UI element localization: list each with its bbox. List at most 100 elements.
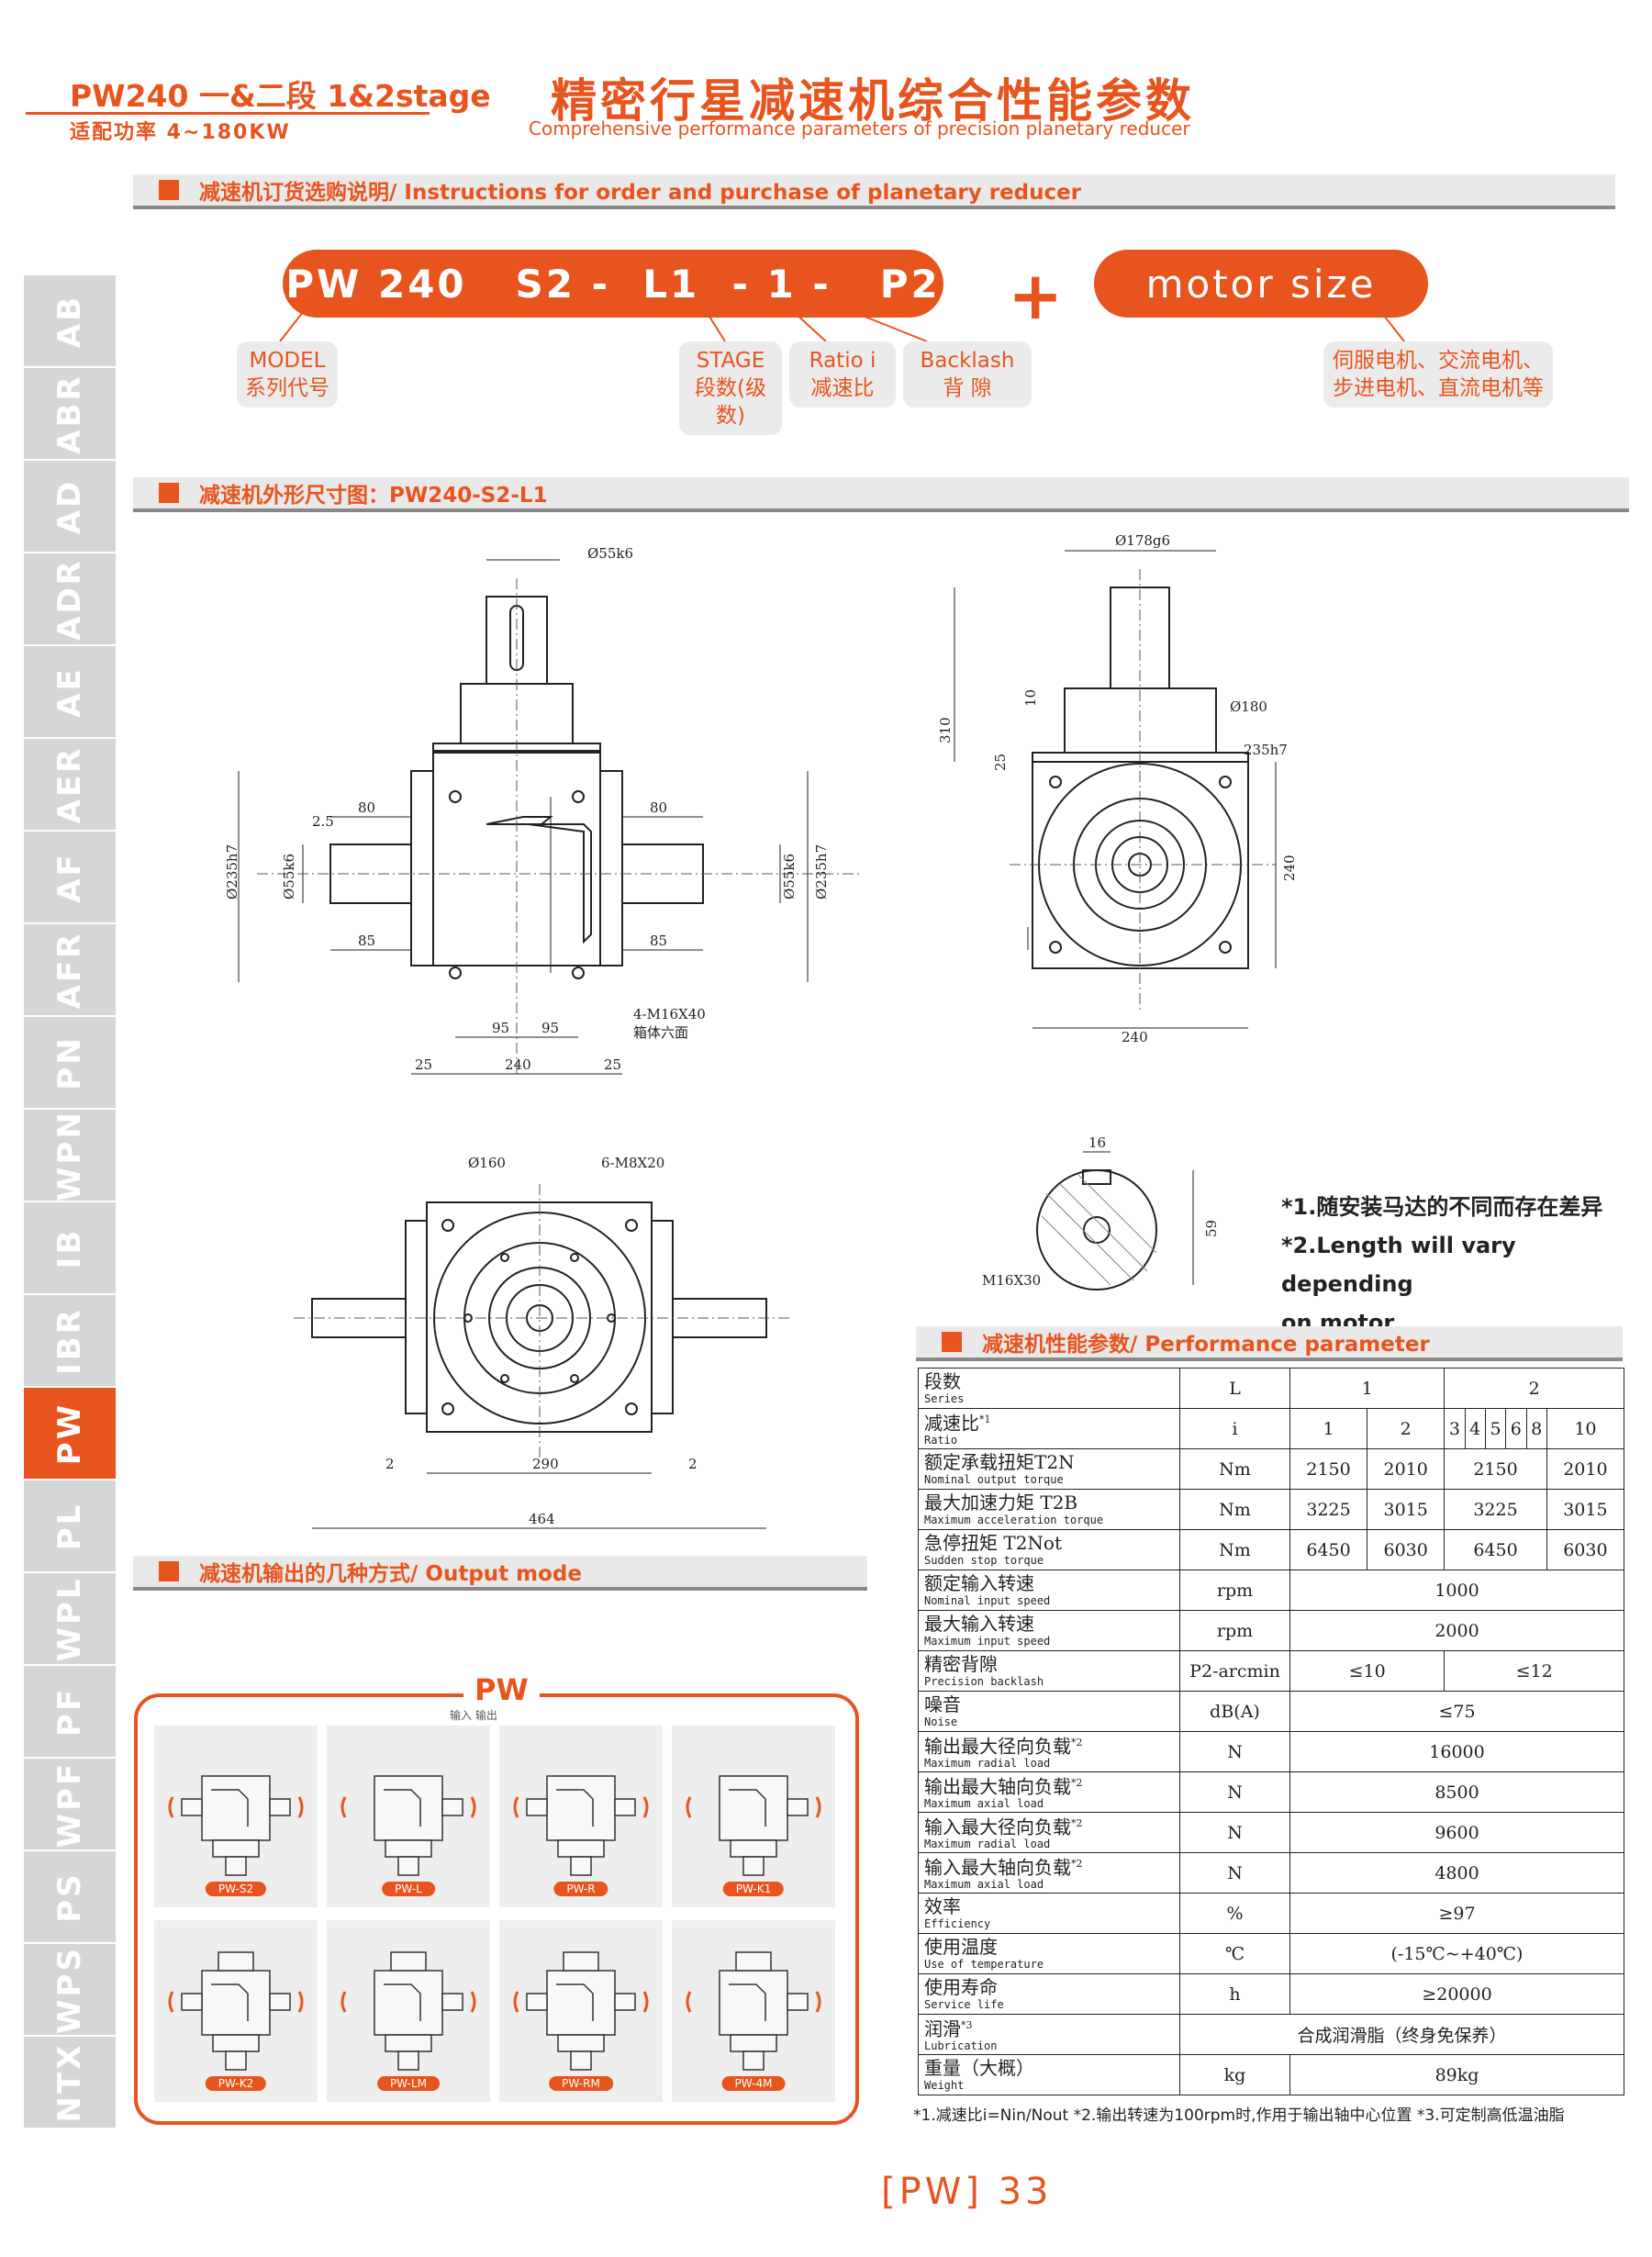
sidebar-item-ib[interactable]: IB (24, 1202, 116, 1295)
param-name-cn-text: 重量（大概） (924, 2056, 1034, 2079)
param-unit: dB(A) (1179, 1691, 1290, 1732)
side-view-drawing: Ø178g6 Ø180 235h7 240 310 25 10 240 (937, 532, 1298, 1045)
dim-d180: Ø180 (1230, 698, 1267, 715)
note-line-1: *1.随安装马达的不同而存在差异 (1281, 1194, 1603, 1220)
sidebar-item-label: WPS (51, 1945, 88, 2034)
sidebar-item-pn[interactable]: PN (24, 1017, 116, 1110)
sidebar-item-pf[interactable]: PF (24, 1666, 116, 1759)
sidebar-item-label: AFR (51, 931, 88, 1009)
sidebar-item-wpl[interactable]: WPL (24, 1573, 116, 1666)
order-section-title: 减速机订货选购说明/ Instructions for order and pu… (199, 181, 1082, 205)
param-unit: N (1179, 1771, 1290, 1813)
sidebar-item-ad[interactable]: AD (24, 461, 116, 553)
output-mode-card[interactable]: PW-LM (327, 1920, 490, 2102)
param-name-en: Noise (924, 1715, 958, 1728)
series-title: PW240 一&二段 1&2stage (70, 78, 491, 114)
sidebar-item-abr[interactable]: ABR (24, 368, 116, 461)
param-footnote-mark: *1 (979, 1413, 991, 1425)
tag-stage: STAGE 段数(级数) (679, 341, 782, 435)
sidebar-item-afr[interactable]: AFR (24, 924, 116, 1017)
param-value: 1 (1289, 1408, 1368, 1449)
param-name-cn: 输出最大轴向负载*2 (924, 1773, 1179, 1796)
sidebar-item-adr[interactable]: ADR (24, 553, 116, 646)
dim-v2-left: 2 (385, 1456, 395, 1472)
gearbox-icon (686, 1951, 821, 2071)
dim-v25-left: 2.5 (312, 813, 334, 830)
param-value: 3015 (1367, 1489, 1446, 1530)
section-marker-icon (159, 1561, 179, 1581)
sidebar-item-label: PL (51, 1502, 88, 1550)
sidebar-item-label: ADR (51, 557, 88, 641)
output-mode-card[interactable]: PW-K1 (672, 1726, 835, 1907)
sidebar-item-label: WPF (51, 1760, 88, 1848)
gearbox-icon (513, 1775, 649, 1876)
param-value: 89kg (1289, 2054, 1624, 2095)
param-value: 6 (1505, 1408, 1527, 1449)
param-footnote-mark: *2 (1071, 1857, 1083, 1870)
dim-side-240-v: 240 (1281, 855, 1298, 881)
param-name-en: Precision backlash (924, 1674, 1044, 1688)
param-name-cn-text: 精密背隙 (924, 1652, 998, 1675)
tag-stage-cn: 段数(级数) (695, 376, 766, 428)
param-unit: N (1179, 1812, 1290, 1853)
param-unit: % (1179, 1893, 1290, 1934)
param-name-cn-text: 输入最大径向负载 (924, 1816, 1071, 1838)
sidebar-item-ntx[interactable]: NTX (24, 2037, 116, 2129)
sidebar-item-aer[interactable]: AER (24, 739, 116, 832)
param-value: 9600 (1289, 1812, 1624, 1853)
sidebar-item-label: PF (51, 1686, 88, 1737)
sidebar-item-wpf[interactable]: WPF (24, 1759, 116, 1851)
sidebar-item-wpn[interactable]: WPN (24, 1110, 116, 1202)
output-mode-card[interactable]: PW-R (499, 1726, 663, 1907)
output-mode-card[interactable]: PW-RM (499, 1920, 663, 2102)
param-name-cn: 额定承载扭矩T2N (924, 1452, 1179, 1472)
param-name-cn: 输入最大径向负载*2 (924, 1814, 1179, 1838)
power-range: 适配功率 4~180KW (70, 121, 291, 144)
output-mode-card[interactable]: PW-S2 (154, 1726, 318, 1907)
sidebar-item-af[interactable]: AF (24, 832, 116, 924)
sidebar-item-ps[interactable]: PS (24, 1851, 116, 1944)
output-mode-label: PW-K2 (205, 2076, 267, 2091)
dimension-section-bar: 减速机外形尺寸图：PW240-S2-L1 (133, 477, 1629, 512)
sidebar-item-pl[interactable]: PL (24, 1480, 116, 1573)
dim-bolt: 4-M16X40 (633, 1006, 706, 1022)
dim-v95-right: 95 (541, 1020, 559, 1036)
param-name-cn: 重量（大概） (924, 2058, 1179, 2078)
sidebar-item-ibr[interactable]: IBR (24, 1295, 116, 1388)
gearbox-icon (168, 1775, 304, 1876)
param-name-en: Use of temperature (924, 1957, 1044, 1971)
param-value: 3015 (1546, 1489, 1625, 1530)
front-view-drawing: Ø55k6 2.5 80 85 80 85 95 95 240 25 25 4-… (224, 545, 863, 1075)
sidebar-item-wps[interactable]: WPS (24, 1944, 116, 2037)
param-name-en: Service life (924, 1997, 1004, 2011)
param-value: 5 (1484, 1408, 1507, 1449)
order-section-bar: 减速机订货选购说明/ Instructions for order and pu… (133, 174, 1615, 209)
output-mode-card[interactable]: PW-K2 (154, 1920, 318, 2102)
output-mode-card[interactable]: PW-4M (672, 1920, 835, 2102)
param-unit: kg (1179, 2054, 1290, 2095)
dim-v25-bottom-left: 25 (415, 1056, 432, 1073)
param-name-cn-text: 急停扭矩 T2Not (924, 1531, 1062, 1554)
param-name-cn-text: 段数 (924, 1369, 961, 1392)
param-name-cn-text: 最大加速力矩 T2B (924, 1491, 1078, 1514)
sidebar-item-pw[interactable]: PW (24, 1388, 116, 1480)
dim-v80-right: 80 (650, 799, 667, 816)
sidebar-item-ae[interactable]: AE (24, 646, 116, 739)
param-value: 2150 (1444, 1448, 1547, 1490)
param-name-cn-text: 输入最大轴向负载 (924, 1856, 1071, 1879)
param-unit: h (1179, 1973, 1290, 2015)
param-footnote-mark: *3 (961, 2018, 973, 2031)
param-name-en: Maximum axial load (924, 1797, 1044, 1811)
output-mode-card[interactable]: PW-L (327, 1726, 490, 1907)
sidebar-item-ab[interactable]: AB (24, 275, 116, 368)
